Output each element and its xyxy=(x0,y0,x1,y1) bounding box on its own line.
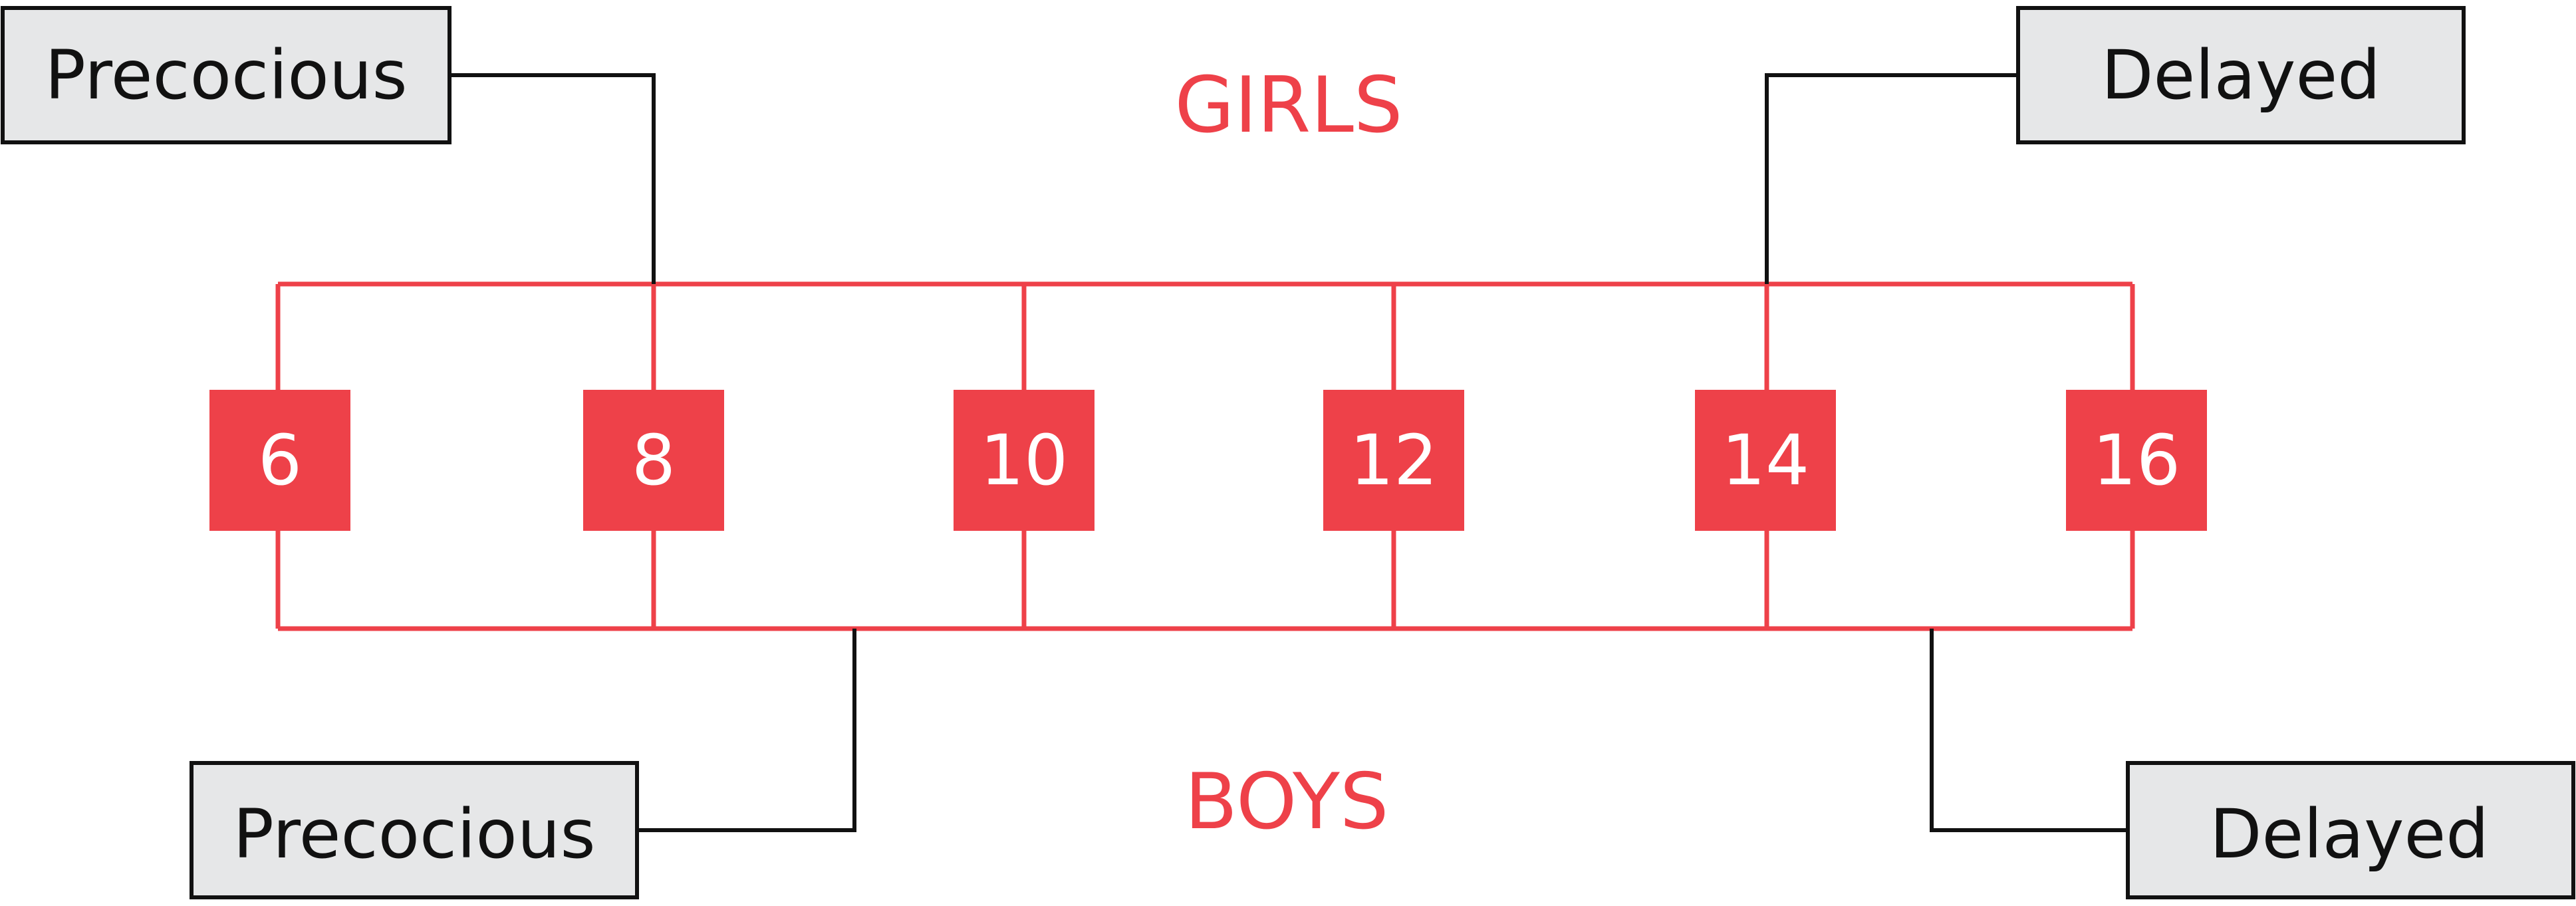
age-label-14: 14 xyxy=(1722,420,1809,501)
age-label-8: 8 xyxy=(632,420,676,501)
age-box-bg-14 xyxy=(1695,390,1836,531)
age-label-16: 16 xyxy=(2093,420,2180,501)
age-box-8: 8 xyxy=(583,390,724,531)
boys-precocious-connector xyxy=(638,629,856,832)
age-label-10: 10 xyxy=(980,420,1068,501)
boys-precocious-label: Precocious xyxy=(233,795,595,874)
age-box-14: 14 xyxy=(1695,390,1836,531)
boys-title: BOYS xyxy=(1185,757,1389,847)
girls-delayed-connector xyxy=(1765,73,2018,284)
age-box-bg-8 xyxy=(583,390,724,531)
girls-precocious-connector xyxy=(451,73,656,284)
boys-delayed-label: Delayed xyxy=(2210,795,2489,874)
boys-precocious-box: Precocious xyxy=(190,761,639,899)
age-box-bg-12 xyxy=(1323,390,1464,531)
boys-delayed-box: Delayed xyxy=(2126,761,2575,899)
age-boxes: 6 8 10 12 14 16 xyxy=(209,390,2207,531)
age-box-16: 16 xyxy=(2066,390,2207,531)
girls-delayed-label: Delayed xyxy=(2101,36,2381,115)
age-label-12: 12 xyxy=(1350,420,1438,501)
girls-title: GIRLS xyxy=(1175,61,1403,150)
age-box-12: 12 xyxy=(1323,390,1464,531)
boys-precocious-box-bg xyxy=(190,761,639,899)
age-box-10: 10 xyxy=(954,390,1095,531)
connectors xyxy=(451,73,2128,832)
age-frame xyxy=(278,281,2132,631)
age-box-bg-6 xyxy=(209,390,350,531)
girls-precocious-box: Precocious xyxy=(1,6,451,144)
age-label-6: 6 xyxy=(258,420,302,501)
age-box-bg-16 xyxy=(2066,390,2207,531)
girls-delayed-box: Delayed xyxy=(2016,6,2466,144)
age-ties xyxy=(275,284,2135,629)
girls-precocious-box-bg xyxy=(1,6,451,144)
boys-delayed-box-bg xyxy=(2126,761,2575,899)
girls-precocious-label: Precocious xyxy=(45,36,407,115)
girls-delayed-box-bg xyxy=(2016,6,2466,144)
age-box-6: 6 xyxy=(209,390,350,531)
age-box-bg-10 xyxy=(954,390,1095,531)
boys-delayed-connector xyxy=(1930,629,2128,832)
